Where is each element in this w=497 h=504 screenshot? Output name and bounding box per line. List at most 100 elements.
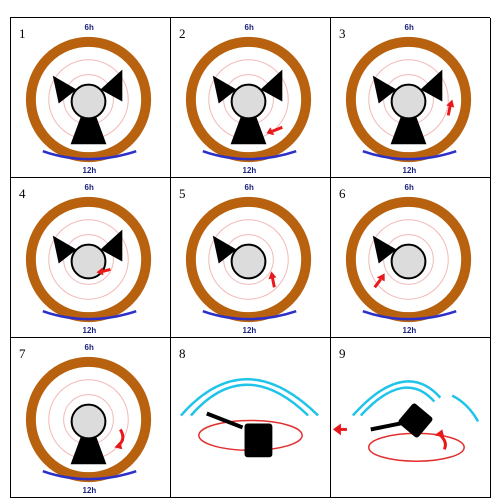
arrow-head-icon — [268, 271, 277, 280]
gantry-diagram: 6h 12h — [345, 183, 472, 335]
collimator-blade — [420, 69, 443, 102]
gantry-arm — [370, 421, 401, 432]
panel-8: 8 — [171, 338, 331, 498]
panel-number: 9 — [339, 346, 346, 361]
rotation-arrow-icon — [270, 277, 276, 288]
hub-icon — [70, 243, 107, 280]
couch-arc-cyan-inner — [359, 386, 436, 417]
panel-3: 3 6h 12h — [331, 18, 491, 178]
label-12h: 12h — [243, 326, 257, 335]
couch-arc — [362, 309, 457, 321]
arrow-head-icon — [96, 267, 104, 276]
label-12h: 12h — [83, 486, 97, 495]
collimator-blade — [100, 229, 123, 262]
collimator-blade — [212, 75, 237, 104]
label-6h: 6h — [405, 23, 414, 32]
orbit-circle — [368, 219, 449, 300]
couch-arc — [362, 149, 457, 161]
label-6h: 6h — [85, 343, 94, 352]
collimator-blade — [260, 69, 283, 102]
collimator-blade — [230, 117, 267, 145]
panel-1: 1 6h 12h — [11, 18, 171, 178]
hub-icon — [390, 83, 427, 120]
rotation-arrow-icon — [373, 278, 382, 289]
panel-number: 2 — [179, 26, 186, 41]
gantry-diagram: 6h 12h — [185, 183, 312, 335]
couch-arc — [42, 149, 137, 161]
couch-arc — [42, 309, 137, 321]
collimator-blade — [212, 235, 237, 264]
arrow-head-icon — [114, 441, 123, 450]
panel-7: 7 6h 12h — [11, 338, 171, 498]
couch-arc — [202, 149, 297, 161]
label-12h: 12h — [83, 326, 97, 335]
gantry-diagram: 6h 12h — [25, 23, 152, 175]
label-12h: 12h — [83, 166, 97, 175]
couch-arc-cyan-inner — [189, 383, 310, 417]
rotation-arrow-icon — [446, 105, 452, 116]
orbit-ellipse — [368, 432, 465, 462]
panel-number: 1 — [19, 26, 26, 41]
collimator-blade — [390, 117, 427, 145]
hub-icon — [230, 83, 267, 120]
couch-arc — [42, 469, 137, 481]
collimator-blade — [52, 75, 77, 104]
gantry-arm — [206, 411, 244, 430]
collimator-blade — [52, 235, 77, 264]
rotation-arrow-icon — [271, 125, 283, 133]
hub-icon — [230, 243, 267, 280]
gantry-diagram: 6h 12h — [25, 343, 152, 495]
orbit-circle — [48, 219, 129, 300]
label-6h: 6h — [245, 23, 254, 32]
panel-2: 2 6h 12h — [171, 18, 331, 178]
gantry-ring — [185, 196, 312, 323]
arrow-head-icon — [446, 99, 455, 108]
gantry-head-icon — [244, 423, 273, 458]
label-6h: 6h — [85, 183, 94, 192]
label-12h: 12h — [403, 326, 417, 335]
gantry-ring — [25, 36, 152, 163]
label-6h: 6h — [85, 23, 94, 32]
perspective-diagram — [180, 378, 319, 458]
label-12h: 12h — [403, 166, 417, 175]
gantry-ring — [185, 36, 312, 163]
rotation-arrow-icon — [102, 267, 111, 273]
collimator-blade — [70, 437, 107, 465]
arrow-head-icon — [376, 273, 385, 282]
gantry-diagram: 6h 12h — [345, 23, 472, 175]
hub-icon — [70, 83, 107, 120]
label-6h: 6h — [405, 183, 414, 192]
panel-5: 5 6h 12h — [171, 178, 331, 338]
couch-arc-cyan-tail — [451, 394, 480, 423]
couch-arc — [202, 309, 297, 321]
hub-icon — [390, 243, 427, 280]
gantry-ring — [345, 196, 472, 323]
couch-arc-cyan — [180, 378, 319, 417]
arrow-head-icon — [266, 127, 275, 136]
gantry-diagram: 6h 12h — [25, 183, 152, 335]
panel-number: 6 — [339, 186, 346, 201]
orbit-circle — [208, 219, 289, 300]
hub-icon — [70, 403, 107, 440]
arrow-head-icon — [332, 423, 341, 436]
gantry-ring — [25, 196, 152, 323]
panel-4: 4 6h 12h — [11, 178, 171, 338]
perspective-diagram — [332, 380, 480, 462]
label-12h: 12h — [243, 166, 257, 175]
panel-number: 3 — [339, 26, 346, 41]
panel-number: 8 — [179, 346, 186, 361]
gantry-diagram: 6h 12h — [185, 23, 312, 175]
collimator-blade — [100, 69, 123, 102]
label-6h: 6h — [245, 183, 254, 192]
couch-arc-cyan — [351, 380, 442, 417]
gantry-head-icon — [398, 403, 433, 438]
gantry-ring — [345, 36, 472, 163]
arrow-head-icon — [434, 429, 445, 438]
panel-number: 7 — [19, 346, 26, 361]
collimator-blade — [372, 75, 397, 104]
gantry-ring — [25, 356, 152, 483]
panel-6: 6 6h 12h — [331, 178, 491, 338]
panel-number: 4 — [19, 186, 26, 201]
collimator-blade — [372, 235, 397, 264]
figure-grid: 1 6h 12h 2 6h 12h — [10, 17, 491, 498]
